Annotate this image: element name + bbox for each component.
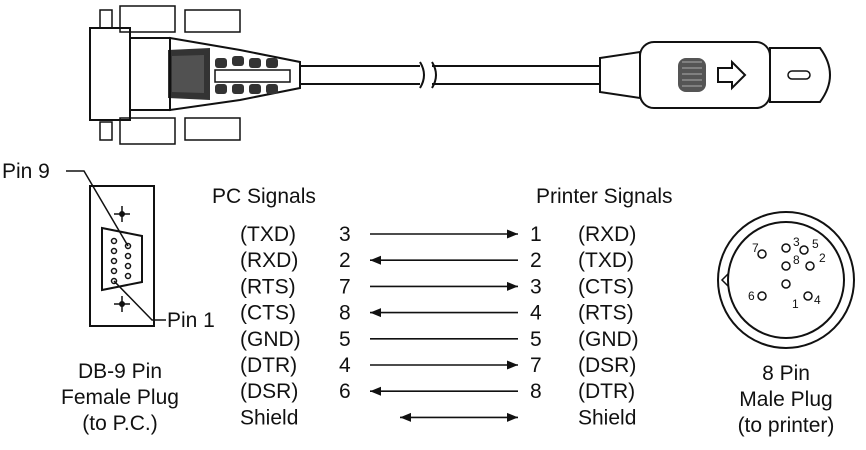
signal-row: Shield Shield: [240, 406, 636, 429]
printer-signal-label: (DTR): [578, 380, 635, 403]
arrow-head: [507, 281, 518, 291]
printer-signal-label: (TXD): [578, 249, 634, 272]
pin1-leader: [113, 280, 166, 321]
pc-pin-number: 6: [339, 380, 351, 403]
signal-row: (DTR) 4 7 (DSR): [240, 354, 636, 377]
db9-face-outline: [89, 185, 155, 327]
pin1-label: Pin 1: [167, 309, 215, 332]
printer-signals-header: Printer Signals: [536, 185, 673, 208]
din-pin-number-2: 2: [819, 251, 826, 265]
din-caption-line2: Male Plug: [739, 388, 832, 411]
pc-signal-label: (RTS): [240, 275, 296, 298]
arrow-head: [507, 360, 518, 370]
db9-caption-line1: DB-9 Pin: [78, 360, 162, 383]
printer-pin-number: 8: [530, 380, 542, 403]
pc-signal-label: (CTS): [240, 302, 296, 325]
din-pin-2: [805, 261, 815, 271]
din-caption-line1: 8 Pin: [762, 362, 810, 385]
printer-pin-number: 7: [530, 354, 542, 377]
din-face: 1 2 3 4 5 6 7 8 8 Pin Male Plug (to prin…: [717, 211, 855, 437]
arrow-head: [370, 308, 381, 318]
signal-row: (RTS) 7 3 (CTS): [240, 275, 634, 298]
arrow-head: [507, 412, 518, 422]
printer-pin-number: 2: [530, 249, 542, 272]
din-pin-number-6: 6: [748, 289, 755, 303]
printer-pin-number: 3: [530, 275, 542, 298]
din-pin-number-7: 7: [752, 241, 759, 255]
din-connector-drawing: [599, 41, 831, 109]
signal-row: (GND) 5 5 (GND): [240, 328, 639, 351]
signal-row: (CTS) 8 4 (RTS): [240, 302, 634, 325]
din-pin-number-3: 3: [793, 235, 800, 249]
din-pin-5: [799, 245, 809, 255]
db9-connector-drawing: [89, 5, 301, 145]
din-inner-ring: [727, 221, 845, 339]
pc-signals-header: PC Signals: [212, 185, 316, 208]
pin9-label: Pin 9: [2, 160, 50, 183]
printer-signal-label: (GND): [578, 328, 639, 351]
printer-signal-label: (RTS): [578, 302, 634, 325]
din-pin-8: [781, 261, 791, 271]
arrow-head: [370, 255, 381, 265]
pc-pin-number: 7: [339, 275, 351, 298]
printer-signal-label: (DSR): [578, 354, 636, 377]
din-caption-line3: (to printer): [738, 414, 835, 437]
pc-signal-label: (RXD): [240, 249, 298, 272]
signal-row: (DSR) 6 8 (DTR): [240, 380, 635, 403]
din-pin-7: [757, 249, 767, 259]
printer-signal-label: (RXD): [578, 223, 636, 246]
din-pins: [757, 243, 815, 301]
arrow-head: [507, 229, 518, 239]
din-pin-3: [781, 243, 791, 253]
pc-signal-label: (DSR): [240, 380, 298, 403]
printer-signal-label: Shield: [578, 406, 636, 429]
db9-caption-line2: Female Plug: [61, 386, 179, 409]
db9-pins: [110, 237, 132, 285]
db9-caption-line3: (to P.C.): [82, 412, 157, 435]
arrow-head: [370, 386, 381, 396]
pc-pin-number: 3: [339, 223, 351, 246]
db9-screw-top: [114, 206, 130, 222]
din-pin-number-8: 8: [793, 253, 800, 267]
cable-drawing: [300, 61, 600, 89]
pc-signal-label: (DTR): [240, 354, 297, 377]
printer-pin-number: 1: [530, 223, 542, 246]
din-pin-1: [781, 279, 791, 289]
printer-pin-number: 5: [530, 328, 542, 351]
signal-row: (RXD) 2 2 (TXD): [240, 249, 634, 272]
db9-shell: [101, 226, 143, 292]
pc-pin-number: 4: [339, 354, 351, 377]
pc-pin-number: 8: [339, 302, 351, 325]
din-key: [720, 273, 729, 287]
din-pin-4: [803, 291, 813, 301]
printer-pin-number: 4: [530, 302, 542, 325]
din-outer-ring: [717, 211, 855, 349]
db9-screw-bottom: [114, 296, 130, 312]
pc-signal-label: (GND): [240, 328, 301, 351]
din-pin-number-4: 4: [814, 293, 821, 307]
signal-row: (TXD) 3 1 (RXD): [240, 223, 636, 246]
cable-illustration: [89, 5, 831, 145]
pc-signal-label: (TXD): [240, 223, 296, 246]
din-pin-number-1: 1: [792, 297, 799, 311]
arrow-head: [400, 412, 411, 422]
din-pin-6: [757, 291, 767, 301]
pin9-leader: [66, 170, 129, 247]
pc-pin-number: 2: [339, 249, 351, 272]
printer-signal-label: (CTS): [578, 275, 634, 298]
pc-signal-label: Shield: [240, 406, 298, 429]
din-pin-number-5: 5: [812, 237, 819, 251]
db9-face: Pin 9 Pin 1 DB-9 Pin Female Plug (to P.C…: [2, 160, 215, 435]
pc-pin-number: 5: [339, 328, 351, 351]
